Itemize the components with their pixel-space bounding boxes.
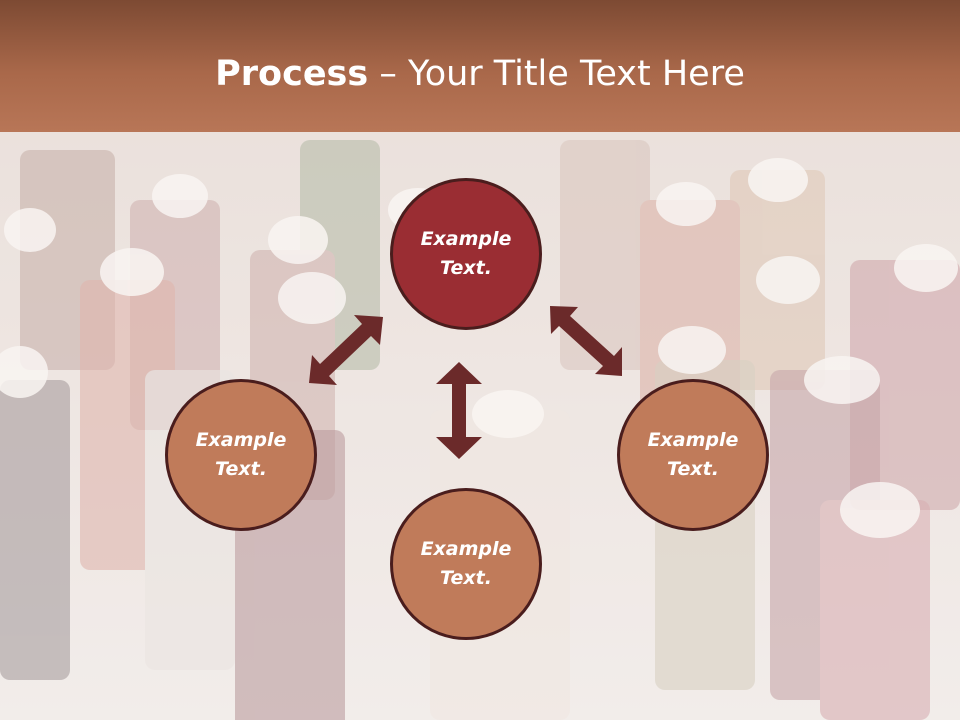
node-text: Example Text. bbox=[420, 538, 512, 589]
slide-title[interactable]: Process – Your Title Text Here bbox=[0, 52, 960, 96]
title-regular-part: – Your Title Text Here bbox=[368, 54, 745, 94]
process-node-bottom[interactable]: Example Text. bbox=[390, 488, 542, 640]
process-node-left[interactable]: Example Text. bbox=[165, 379, 317, 531]
node-text: Example Text. bbox=[420, 228, 512, 279]
node-text: Example Text. bbox=[195, 429, 287, 480]
title-bar bbox=[0, 0, 960, 132]
node-text: Example Text. bbox=[647, 429, 739, 480]
title-bold-part: Process bbox=[215, 54, 369, 94]
arrow-top-right bbox=[550, 306, 622, 376]
process-node-right[interactable]: Example Text. bbox=[617, 379, 769, 531]
arrow-top-left bbox=[309, 315, 383, 385]
arrow-vertical bbox=[436, 362, 482, 459]
process-node-top[interactable]: Example Text. bbox=[390, 178, 542, 330]
